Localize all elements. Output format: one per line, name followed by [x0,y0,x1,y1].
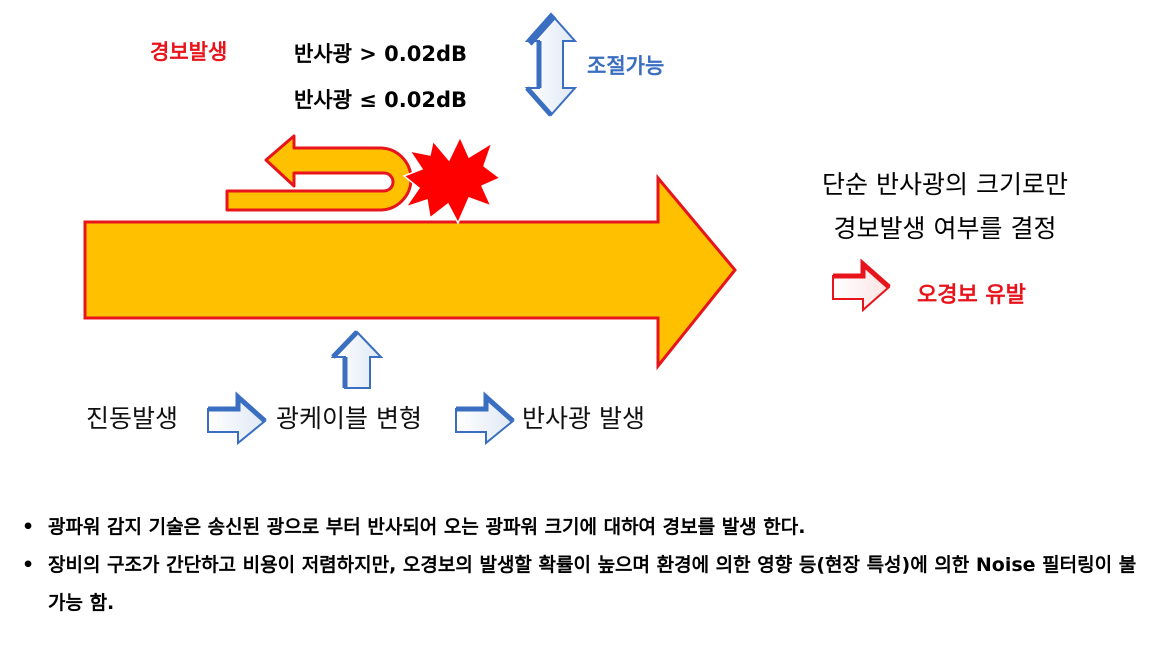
bullet-marker: • [22,554,35,576]
description-line-1: 단순 반사광의 크기로만 [822,170,1068,199]
u-turn-arrow-icon [225,134,413,212]
chain-step-cable-deform: 광케이블 변형 [276,404,422,433]
explosion-burst-icon [402,135,502,225]
condition-high: 반사광 > 0.02dB [294,42,468,66]
chain-step-vibration: 진동발생 [86,404,179,433]
adjustable-label: 조절가능 [587,54,665,78]
right-arrow-icon [832,258,891,313]
bullet-text: 광파워 감지 기술은 송신된 광으로 부터 반사되어 오는 광파워 크기에 대하… [48,516,806,538]
condition-low: 반사광 ≤ 0.02dB [294,88,468,112]
up-down-arrow-icon [524,12,578,117]
false-alarm-label: 오경보 유발 [917,283,1026,308]
large-right-arrow-icon [83,173,737,371]
bullet-list: • 광파워 감지 기술은 송신된 광으로 부터 반사되어 오는 광파워 크기에 … [22,508,1142,622]
description-line-2: 경보발생 여부를 결정 [833,214,1057,243]
right-arrow-icon [207,391,267,446]
list-item: • 광파워 감지 기술은 송신된 광으로 부터 반사되어 오는 광파워 크기에 … [22,508,1142,546]
list-item: • 장비의 구조가 간단하고 비용이 저렴하지만, 오경보의 발생할 확률이 높… [22,546,1142,622]
alarm-title: 경보발생 [150,40,228,64]
bullet-text: 장비의 구조가 간단하고 비용이 저렴하지만, 오경보의 발생할 확률이 높으며… [48,554,1137,614]
up-arrow-icon [330,330,384,389]
chain-step-reflection: 반사광 발생 [522,404,645,433]
right-arrow-icon [455,391,515,446]
bullet-marker: • [22,516,35,538]
